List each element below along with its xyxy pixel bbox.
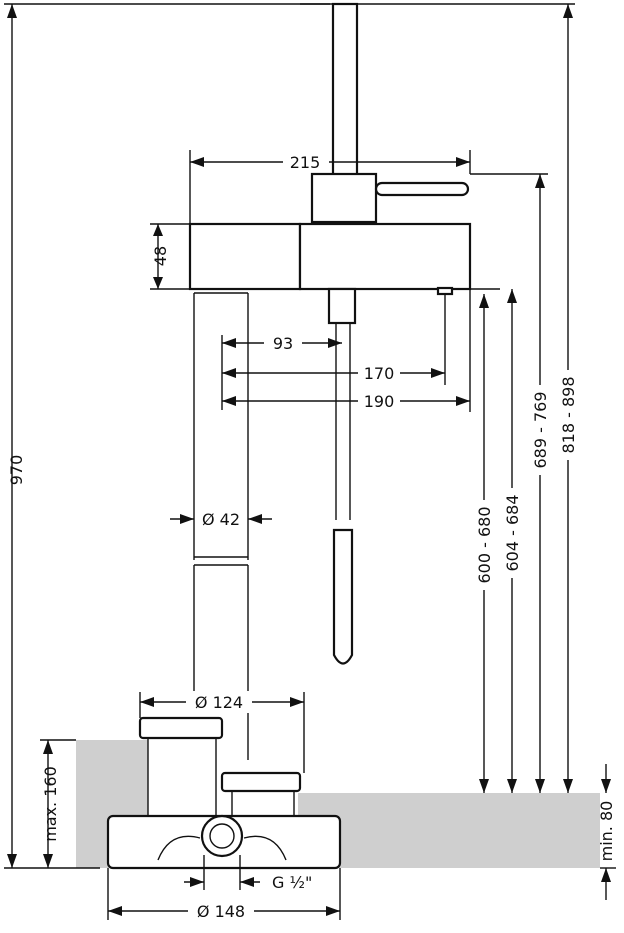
- dim-970: 970: [7, 455, 26, 486]
- connection-inner: [209, 823, 235, 849]
- head-right-block: [298, 222, 472, 291]
- dim-thread: G ½": [272, 873, 312, 892]
- top-rod: [331, 2, 359, 178]
- dim-base-diameter: Ø 124: [195, 693, 243, 712]
- floor-right: [298, 793, 600, 868]
- aerator: [436, 286, 454, 296]
- dim-604-684: 604 - 684: [503, 494, 522, 571]
- base-cap: [138, 716, 224, 740]
- hose: [335, 323, 351, 520]
- connection-outer: [200, 814, 244, 858]
- hand-shower: [332, 528, 354, 665]
- dim-190: 190: [364, 392, 395, 411]
- dim-max-160: max. 160: [41, 766, 60, 842]
- dim-box-diameter: Ø 148: [197, 902, 245, 921]
- dim-pipe-diameter: Ø 42: [202, 510, 240, 529]
- dim-689-769: 689 - 769: [531, 391, 550, 468]
- mixer-block: [310, 172, 378, 224]
- hose-connector: [327, 287, 357, 325]
- main-pipe-lower: [193, 565, 249, 760]
- lever-handle: [374, 181, 470, 197]
- dim-min-80: min. 80: [597, 801, 616, 862]
- dim-215: 215: [290, 153, 321, 172]
- base-body: [147, 737, 217, 817]
- dim-170: 170: [364, 364, 395, 383]
- dim-600-680: 600 - 680: [475, 506, 494, 583]
- pipe-break: [194, 292, 248, 566]
- base-neck: [231, 790, 295, 817]
- base-ring: [220, 771, 302, 793]
- dim-818-898: 818 - 898: [559, 376, 578, 453]
- dim-48: 48: [151, 246, 170, 266]
- dim-93: 93: [273, 334, 293, 353]
- main-pipe-upper: [193, 293, 249, 560]
- head-left-block: [188, 222, 302, 291]
- box-clamps: [157, 835, 287, 861]
